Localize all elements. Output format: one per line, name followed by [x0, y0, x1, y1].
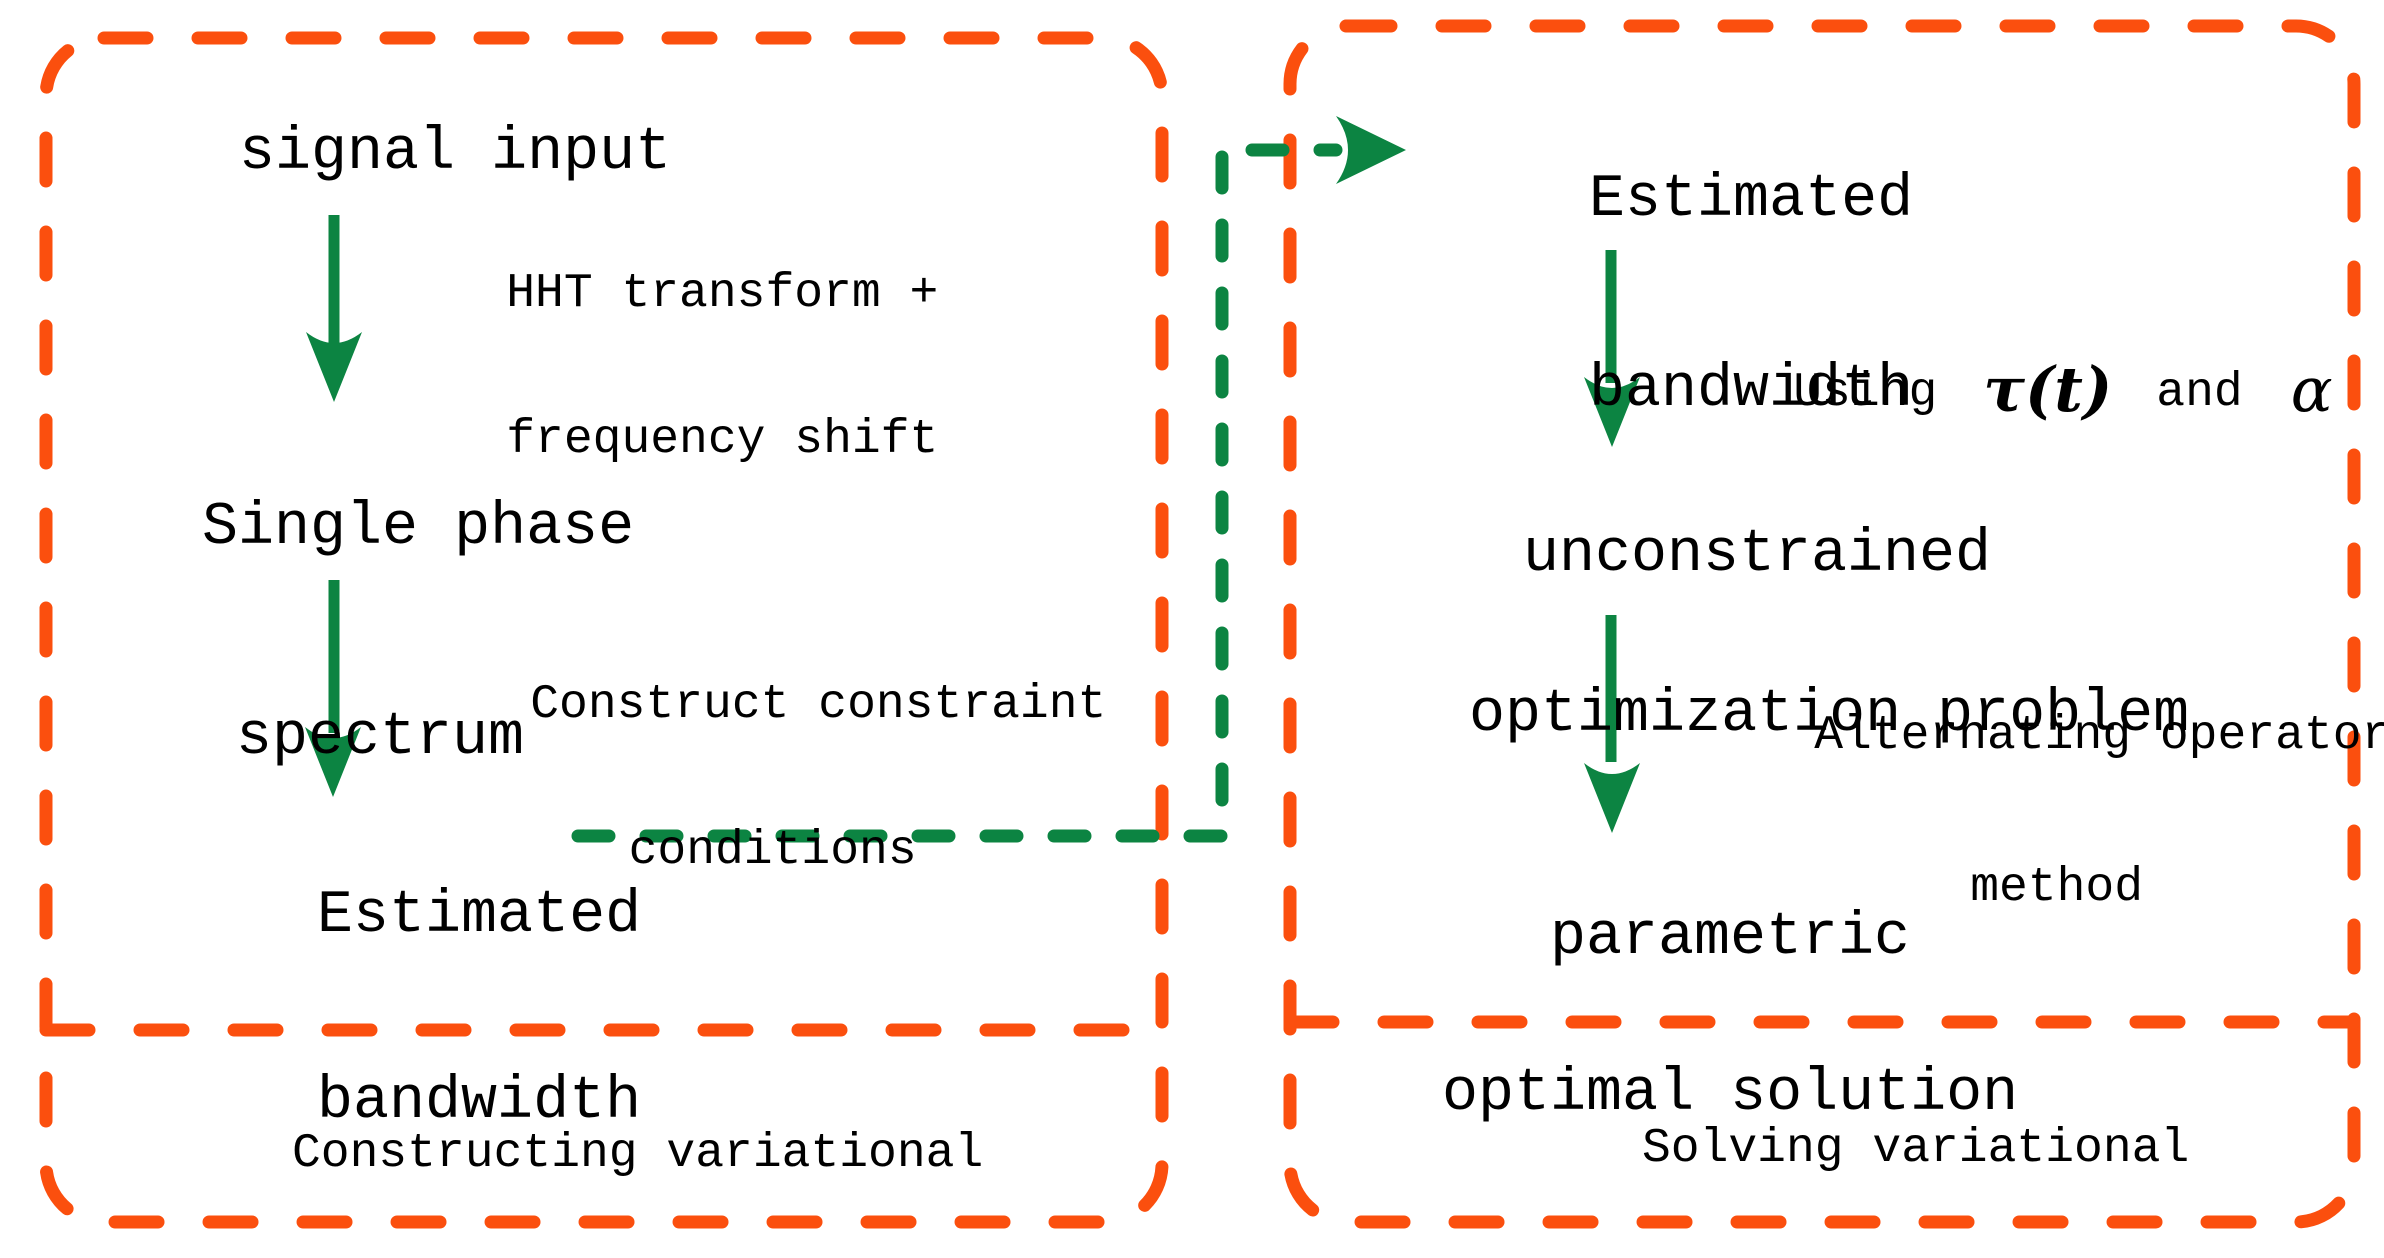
- edge-label-construct-line2: conditions: [628, 824, 917, 878]
- edge-label-construct-line1: Construct constraint: [530, 678, 1107, 732]
- dashed-connector-line: [571, 143, 1343, 843]
- edge-label-alternating-line1: Alternating operator: [1814, 709, 2384, 763]
- node-estimated-right-line1: Estimated: [1589, 166, 1914, 234]
- node-parametric-optimal-solution: parametric optimal solution: [1298, 821, 2018, 1211]
- node-unconstrained-line1: unconstrained: [1522, 521, 1992, 589]
- down-arrow-2-head-icon: [305, 727, 361, 797]
- edge-label-alternating-line2: method: [1970, 861, 2144, 915]
- left-panel-caption: Constructing variational problems: [20, 1037, 1140, 1258]
- right-panel-caption: Solving variational problems: [1498, 1032, 2218, 1258]
- edge-label-using-and: and: [2156, 366, 2243, 420]
- edge-label-hht-line1: HHT transform +: [506, 267, 939, 321]
- node-parametric-line1: parametric: [1549, 904, 1911, 972]
- node-estimated-bandwidth-left: Estimated bandwidth: [173, 777, 641, 1242]
- down-arrow-4-head-icon: [1584, 763, 1640, 833]
- down-arrow-1-head-icon: [306, 332, 362, 402]
- node-single-phase-line1: Single phase: [202, 494, 635, 562]
- alpha-symbol: α: [2290, 353, 2333, 426]
- dashed-connector-arrowhead-icon: [1336, 116, 1406, 184]
- node-unconstrained-line2: optimization problem: [1469, 681, 2190, 749]
- node-single-phase-line2: spectrum: [235, 704, 525, 772]
- edge-label-hht-line2: frequency shift: [506, 413, 939, 467]
- right-panel-border: [1283, 19, 2361, 1229]
- node-single-phase-spectrum: Single phase spectrum: [58, 371, 634, 896]
- node-signal-input-label: signal input: [239, 119, 672, 187]
- node-estimated-left-line1: Estimated: [317, 882, 642, 950]
- edge-label-hht-transform: HHT transform + frequency shift: [391, 185, 938, 550]
- tau-of-t-symbol: τ(t): [1983, 353, 2113, 426]
- left-panel-caption-line1: Constructing variational: [291, 1127, 984, 1181]
- node-estimated-left-line2: bandwidth: [317, 1068, 642, 1136]
- node-estimated-right-line2: bandwidth: [1589, 356, 1914, 424]
- edge-label-construct-constraint: Construct constraint conditions: [415, 596, 1106, 961]
- node-estimated-bandwidth-right: Estimated bandwidth: [1445, 58, 1913, 533]
- node-parametric-line2: optimal solution: [1442, 1060, 2019, 1128]
- edge-label-using-prefix: Using: [1793, 366, 1938, 420]
- down-arrow-3-head-icon: [1584, 377, 1640, 447]
- node-signal-input: signal input: [95, 63, 671, 243]
- right-panel-caption-line1: Solving variational: [1641, 1122, 2190, 1176]
- left-panel-border: [39, 31, 1169, 1229]
- edge-label-alternating-operator: Alternating operator method: [1699, 622, 2384, 1002]
- node-unconstrained-optimization: unconstrained optimization problem: [1325, 435, 2189, 835]
